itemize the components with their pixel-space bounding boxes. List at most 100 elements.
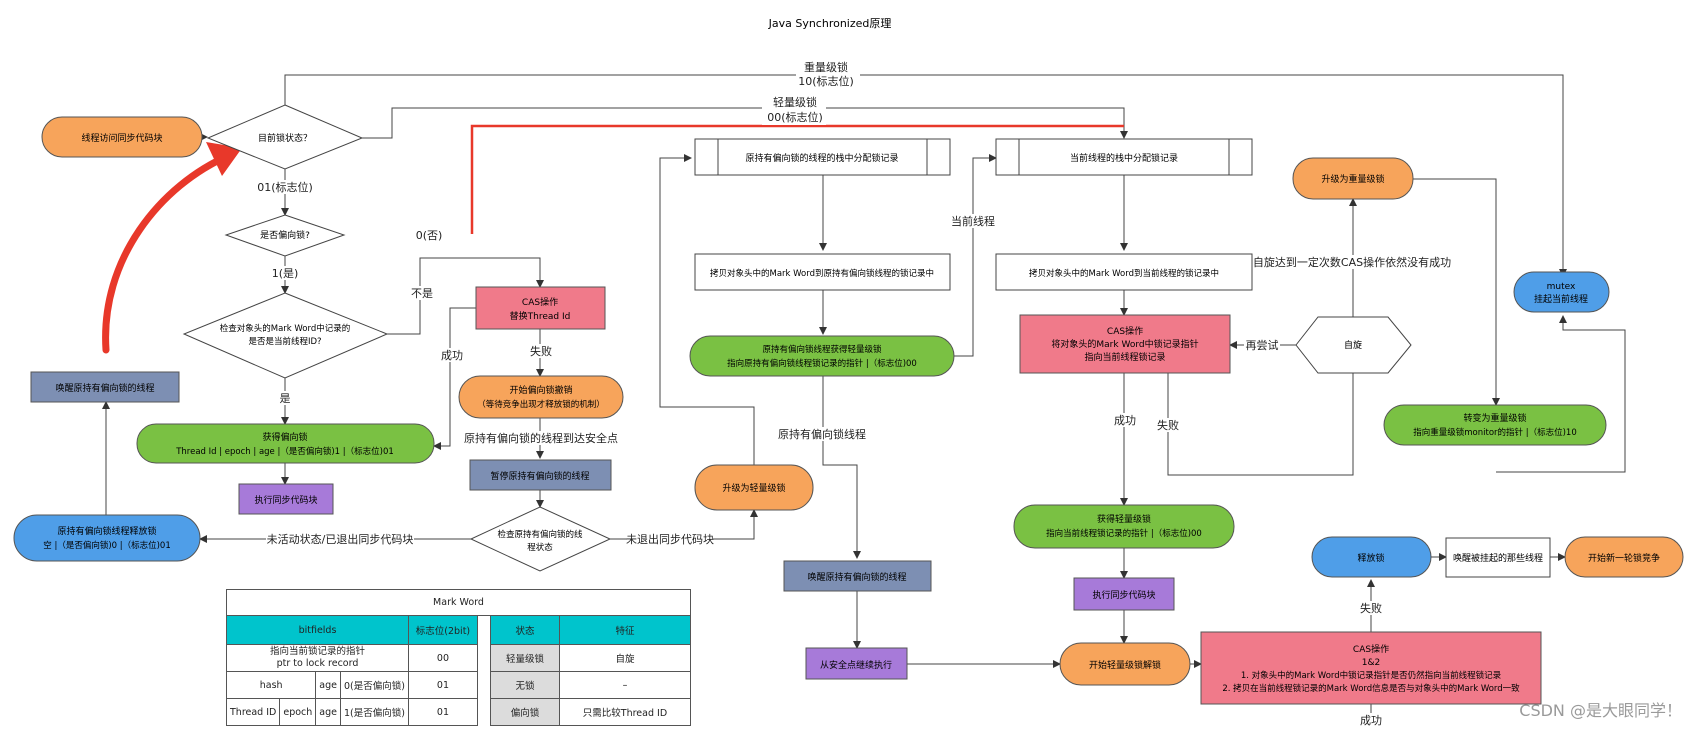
cell-bits: age — [315, 671, 341, 699]
svg-text:2. 拷贝在当前线程锁记录的Mark Word信息是否与对象: 2. 拷贝在当前线程锁记录的Mark Word信息是否与对象头中的Mark Wo… — [1222, 683, 1520, 694]
svg-text:CAS操作: CAS操作 — [522, 296, 558, 308]
node-new-round: 开始新一轮锁竞争 — [1564, 536, 1684, 578]
svg-text:1. 对象头中的Mark Word中锁记录指针是否仍然指向当: 1. 对象头中的Mark Word中锁记录指针是否仍然指向当前线程锁记录 — [1241, 670, 1502, 681]
edge-labels: 重量级锁 10(标志位) 轻量级锁 00(标志位) 01(标志位) 0(否) 1… — [255, 60, 1451, 727]
svg-text:mutex: mutex — [1547, 282, 1576, 292]
edge-light-line — [362, 107, 1128, 139]
cell-feature: 自旋 — [558, 644, 691, 672]
label-holder-reach-safe: 原持有偏向锁的线程到达安全点 — [464, 431, 618, 445]
table-header-feature: 特征 — [558, 615, 691, 645]
cell-flag: 01 — [407, 671, 478, 699]
node-get-light: 获得轻量级锁 指向当前线程锁记录的指针 |（标志位)00 — [1013, 504, 1235, 549]
svg-text:拷贝对象头中的Mark Word到当前线程的锁记录中: 拷贝对象头中的Mark Word到当前线程的锁记录中 — [1029, 268, 1219, 279]
node-release-lock: 释放锁 — [1311, 536, 1432, 578]
node-wake-holder-1: 唤醒原持有偏向锁的线程 — [30, 371, 180, 403]
label-light-2: 00(标志位) — [767, 110, 823, 124]
node-thread-access: 线程访问同步代码块 — [41, 116, 203, 158]
cell-feature: – — [558, 671, 691, 699]
red-curved-arrow — [102, 151, 234, 354]
label-heavy-2: 10(标志位) — [798, 74, 854, 88]
node-check-holder-state: 检查原持有偏向锁的线 程状态 — [469, 506, 612, 572]
svg-text:指向当前线程锁记录的指针 |（标志位)00: 指向当前线程锁记录的指针 |（标志位)00 — [1046, 528, 1202, 539]
node-upgrade-light: 升级为轻量级锁 — [694, 464, 814, 511]
svg-text:唤醒被挂起的那些线程: 唤醒被挂起的那些线程 — [1453, 552, 1543, 564]
cell-bits: 指向当前锁记录的指针 — [269, 646, 365, 657]
svg-text:原持有偏向锁的线程的栈中分配锁记录: 原持有偏向锁的线程的栈中分配锁记录 — [745, 152, 898, 164]
label-fail-3: 失败 — [1360, 601, 1382, 615]
cell-state: 轻量级锁 — [489, 644, 560, 672]
svg-text:替换Thread Id: 替换Thread Id — [510, 310, 571, 322]
edge-upgrade-light-up — [659, 154, 755, 465]
diagram-title: Java Synchronized原理 — [768, 17, 892, 30]
svg-text:指向重量级锁monitor的指针 |（标志位)10: 指向重量级锁monitor的指针 |（标志位)10 — [1413, 427, 1576, 438]
svg-text:开始轻量级锁解锁: 开始轻量级锁解锁 — [1089, 659, 1161, 671]
node-copy-to-cur: 拷贝对象头中的Mark Word到当前线程的锁记录中 — [995, 253, 1253, 291]
cell-bits: 1(是否偏向锁) — [340, 698, 409, 726]
table-row: 指向当前锁记录的指针 ptr to lock record 00 轻量级锁 自旋 — [226, 644, 691, 672]
node-exec-sync-2: 执行同步代码块 — [1073, 577, 1175, 611]
table-row: hash age 0(是否偏向锁) 01 无锁 – — [225, 671, 691, 699]
node-to-heavy: 转变为重量级锁 指向重量级锁monitor的指针 |（标志位)10 — [1383, 404, 1607, 446]
svg-text:程状态: 程状态 — [527, 542, 553, 553]
node-cas-replace: CAS操作 替换Thread Id — [475, 286, 606, 330]
node-get-biased: 获得偏向锁 Thread Id | epoch | age |（是否偏向锁)1 … — [136, 423, 435, 464]
node-wake-holder-2: 唤醒原持有偏向锁的线程 — [783, 560, 932, 592]
edge-to-heavy-mutex — [1496, 315, 1626, 473]
svg-text:唤醒原持有偏向锁的线程: 唤醒原持有偏向锁的线程 — [807, 571, 906, 583]
cell-bits: hash — [225, 671, 317, 699]
edge-holder-light-down — [822, 376, 861, 559]
node-alloc-cur-stack: 当前线程的栈中分配锁记录 — [995, 138, 1253, 176]
svg-text:CAS操作: CAS操作 — [1107, 325, 1143, 337]
svg-text:Thread Id | epoch | age |（是否偏向: Thread Id | epoch | age |（是否偏向锁)1 |（标志位)… — [175, 446, 394, 457]
node-alloc-holder-stack: 原持有偏向锁的线程的栈中分配锁记录 — [694, 138, 951, 176]
node-holder-light: 原持有偏向锁线程获得轻量级锁 指向原持有偏向锁线程锁记录的指针 |（标志位)00 — [689, 335, 955, 377]
node-continue-safe: 从安全点继续执行 — [805, 647, 908, 680]
label-zero-no: 0(否) — [416, 229, 443, 242]
label-inactive: 未活动状态/已退出同步代码块 — [267, 532, 414, 546]
svg-text:1&2: 1&2 — [1362, 658, 1380, 668]
cell-flag: 01 — [407, 698, 478, 726]
edge-holder-light-current — [954, 154, 997, 357]
label-yes: 是 — [280, 392, 291, 405]
svg-text:从安全点继续执行: 从安全点继续执行 — [820, 659, 892, 671]
svg-text:原持有偏向锁线程释放锁: 原持有偏向锁线程释放锁 — [57, 525, 156, 537]
svg-text:转变为重量级锁: 转变为重量级锁 — [1463, 412, 1526, 424]
label-success-1: 成功 — [441, 349, 463, 362]
label-current-thread: 当前线程 — [951, 214, 995, 228]
table-header-state: 状态 — [489, 615, 560, 645]
label-light-1: 轻量级锁 — [773, 95, 817, 109]
cell-feature: 只需比较Thread ID — [558, 698, 691, 726]
node-lock-state-q: 目前锁状态？ — [206, 104, 364, 170]
svg-text:目前锁状态？: 目前锁状态？ — [258, 132, 312, 144]
svg-text:是否是当前线程ID?: 是否是当前线程ID? — [248, 336, 321, 347]
svg-text:当前线程的栈中分配锁记录: 当前线程的栈中分配锁记录 — [1070, 152, 1178, 164]
cell-state: 偏向锁 — [489, 698, 560, 726]
node-wake-suspended: 唤醒被挂起的那些线程 — [1445, 537, 1551, 578]
cell-bits: epoch — [279, 698, 317, 726]
label-heavy-1: 重量级锁 — [804, 60, 848, 74]
table-caption: Mark Word — [226, 589, 691, 616]
cell-bits: 0(是否偏向锁) — [340, 671, 409, 699]
label-not: 不是 — [411, 287, 433, 300]
svg-text:检查原持有偏向锁的线: 检查原持有偏向锁的线 — [497, 529, 583, 540]
node-is-biased-q: 是否偏向锁? — [224, 214, 346, 257]
svg-text:唤醒原持有偏向锁的线程: 唤醒原持有偏向锁的线程 — [55, 382, 154, 394]
node-copy-to-holder: 拷贝对象头中的Mark Word到原持有偏向锁线程的锁记录中 — [694, 253, 951, 291]
node-suspend-holder: 暂停原持有偏向锁的线程 — [469, 459, 612, 491]
svg-text:将对象头的Mark Word中锁记录指针: 将对象头的Mark Word中锁记录指针 — [1051, 338, 1198, 350]
node-start-light-unlock: 开始轻量级锁解锁 — [1059, 642, 1191, 686]
svg-text:空 |（是否偏向锁)0 |（标志位)01: 空 |（是否偏向锁)0 |（标志位)01 — [43, 540, 171, 551]
label-holder-thread: 原持有偏向锁线程 — [778, 427, 866, 441]
cell-flag: 00 — [407, 644, 478, 672]
edge-heavy-line — [284, 74, 1567, 277]
node-exec-sync-1: 执行同步代码块 — [238, 483, 334, 515]
watermark: CSDN @是大眼同学！ — [1519, 701, 1682, 720]
label-success-3: 成功 — [1360, 714, 1382, 727]
label-fail-2: 失败 — [1157, 418, 1179, 432]
svg-text:开始新一轮锁竞争: 开始新一轮锁竞争 — [1588, 552, 1660, 564]
svg-text:释放锁: 释放锁 — [1357, 552, 1384, 564]
cell-state: 无锁 — [489, 671, 560, 699]
table-header-bitfields: bitfields — [226, 615, 409, 645]
svg-text:是否偏向锁?: 是否偏向锁? — [260, 229, 310, 241]
